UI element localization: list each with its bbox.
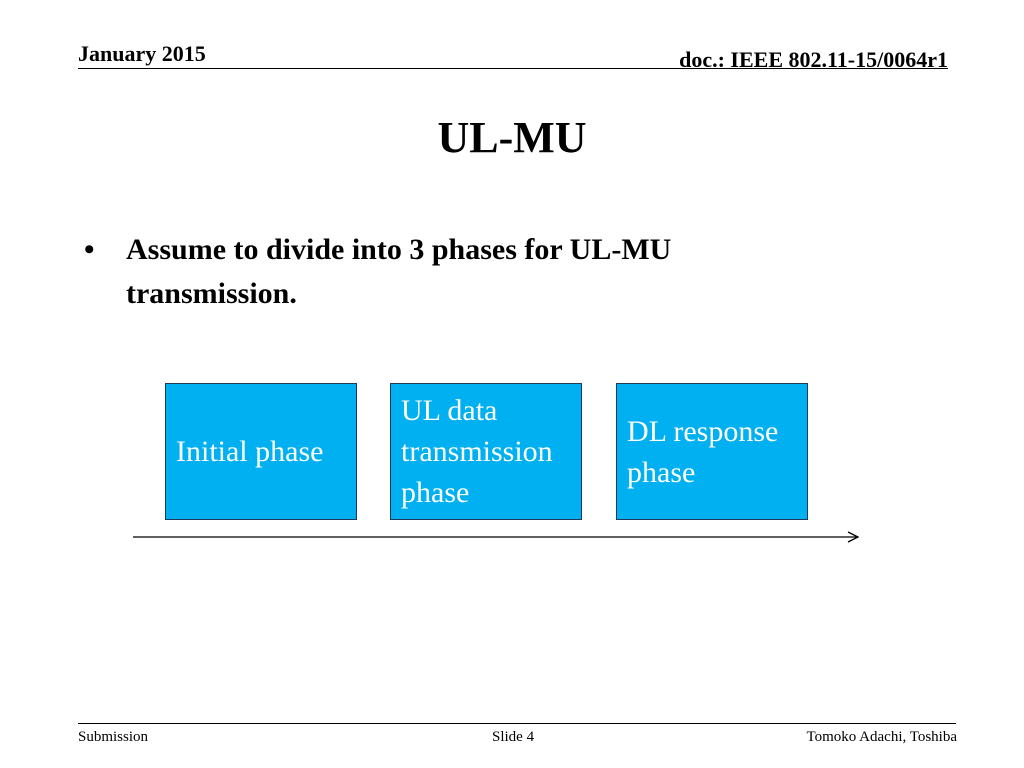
phase-box-initial: Initial phase [165,383,357,520]
bullet-text: Assume to divide into 3 phases for UL-MU… [126,233,672,310]
footer-slide-number: Slide 4 [492,729,535,745]
header-date: January 2015 [78,41,206,66]
header-divider [78,68,948,69]
footer-author: Tomoko Adachi, Toshiba [806,729,957,745]
timeline-arrow [133,531,860,543]
phase-label-dl-response: DL response phase [627,414,779,489]
timeline-arrowhead [847,531,860,543]
phase-box-dl-response: DL response phase [616,383,808,520]
phase-box-ul-data-transmission: UL data transmission phase [390,383,582,520]
header-doc-id: doc.: IEEE 802.11-15/0064r1 [679,47,948,72]
footer-divider [78,723,956,724]
phase-label-initial: Initial phase [176,435,324,468]
footer-submission: Submission [78,729,149,745]
phase-label-ul-data-transmission: UL data transmission phase [401,394,553,509]
slide-title: UL-MU [437,113,587,162]
bullet-marker: • [84,233,95,266]
